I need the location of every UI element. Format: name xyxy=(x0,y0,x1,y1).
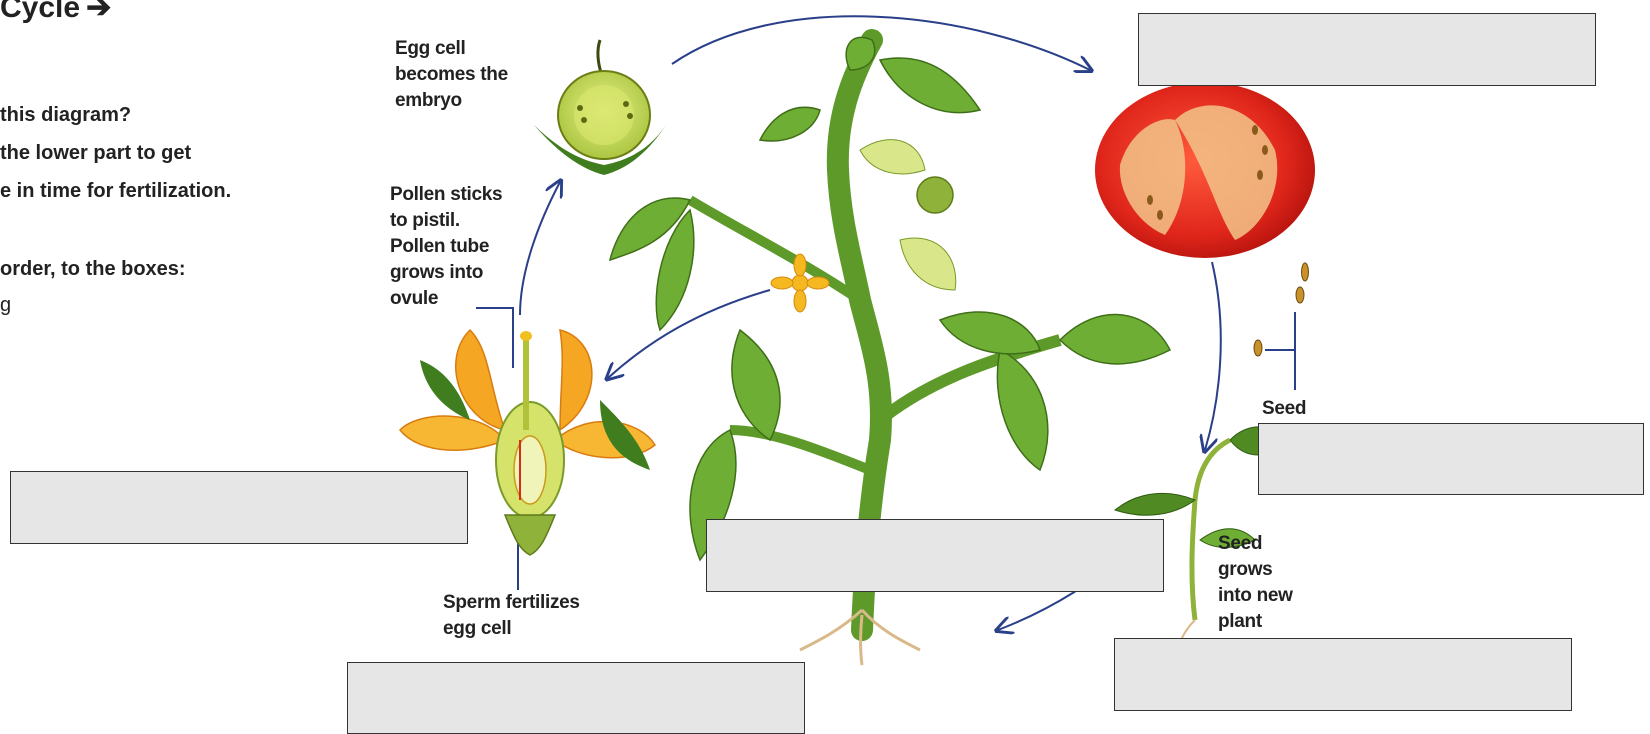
answer-box-seed-right[interactable] xyxy=(1258,423,1644,495)
label-seed-grows-line-2: grows xyxy=(1218,557,1293,583)
label-pollen-line-2: to pistil. xyxy=(390,208,502,234)
answer-box-bottom-right[interactable] xyxy=(1114,638,1572,711)
label-sperm-line-2: egg cell xyxy=(443,616,580,642)
tomato-illustration xyxy=(1095,82,1315,258)
label-sperm: Sperm fertilizes egg cell xyxy=(443,590,580,642)
arrow-flower-to-fruit xyxy=(520,182,560,315)
label-seed-grows: Seed grows into new plant xyxy=(1218,531,1293,635)
label-pollen-line-5: ovule xyxy=(390,286,502,312)
label-egg-cell-line-1: Egg cell xyxy=(395,36,508,62)
label-seed-grows-line-1: Seed xyxy=(1218,531,1293,557)
label-egg-cell-line-3: embryo xyxy=(395,88,508,114)
label-seed: Seed xyxy=(1262,396,1306,422)
label-pollen: Pollen sticks to pistil. Pollen tube gro… xyxy=(390,182,502,312)
label-pollen-line-4: grows into xyxy=(390,260,502,286)
seed-illustrations xyxy=(1254,263,1309,356)
answer-box-left[interactable] xyxy=(10,471,468,544)
label-egg-cell: Egg cell becomes the embryo xyxy=(395,36,508,114)
young-fruit-illustration xyxy=(534,40,668,175)
label-seed-grows-line-3: into new xyxy=(1218,583,1293,609)
label-sperm-line-1: Sperm fertilizes xyxy=(443,590,580,616)
label-pollen-line-1: Pollen sticks xyxy=(390,182,502,208)
label-egg-cell-line-2: becomes the xyxy=(395,62,508,88)
answer-box-middle[interactable] xyxy=(706,519,1164,592)
answer-box-bottom-middle[interactable] xyxy=(347,662,805,734)
arrow-tomato-to-seed xyxy=(1205,262,1221,450)
label-pollen-line-3: Pollen tube xyxy=(390,234,502,260)
answer-box-top-right[interactable] xyxy=(1138,13,1596,86)
label-seed-grows-line-4: plant xyxy=(1218,609,1293,635)
